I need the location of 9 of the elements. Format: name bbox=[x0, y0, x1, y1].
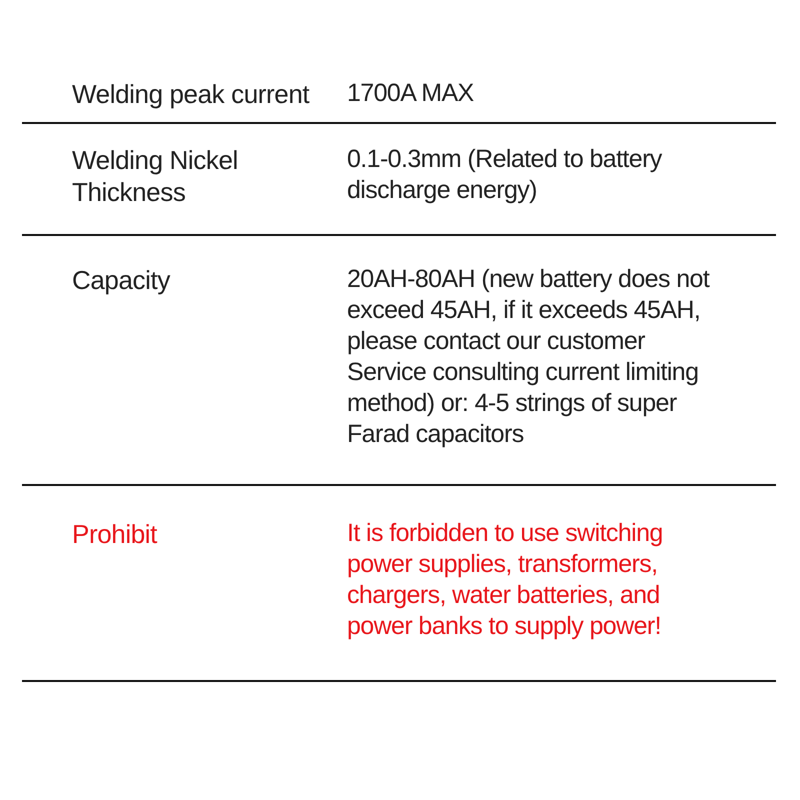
row-header: Prohibit bbox=[72, 519, 157, 549]
row-header: Capacity bbox=[72, 265, 170, 295]
warning-text: It is forbidden to use switching power supplies, transformers, chargers, water batteries, and power banks to supply power! bbox=[347, 518, 664, 642]
row-header: Welding Nickel Thickness bbox=[72, 145, 238, 207]
row-header: Welding peak current bbox=[72, 79, 310, 109]
spec-value: 0.1-0.3mm (Related to battery discharge energy) bbox=[347, 144, 663, 206]
spec-value: Service consulting current limiting method) or: 4-5 strings of super Farad capacitors bbox=[347, 357, 700, 450]
spec-value: 1700A MAX bbox=[347, 78, 475, 109]
spec-value: 20AH-80AH (new battery does not exceed 45AH, if it exceeds 45AH, please contact our customer bbox=[347, 264, 711, 357]
